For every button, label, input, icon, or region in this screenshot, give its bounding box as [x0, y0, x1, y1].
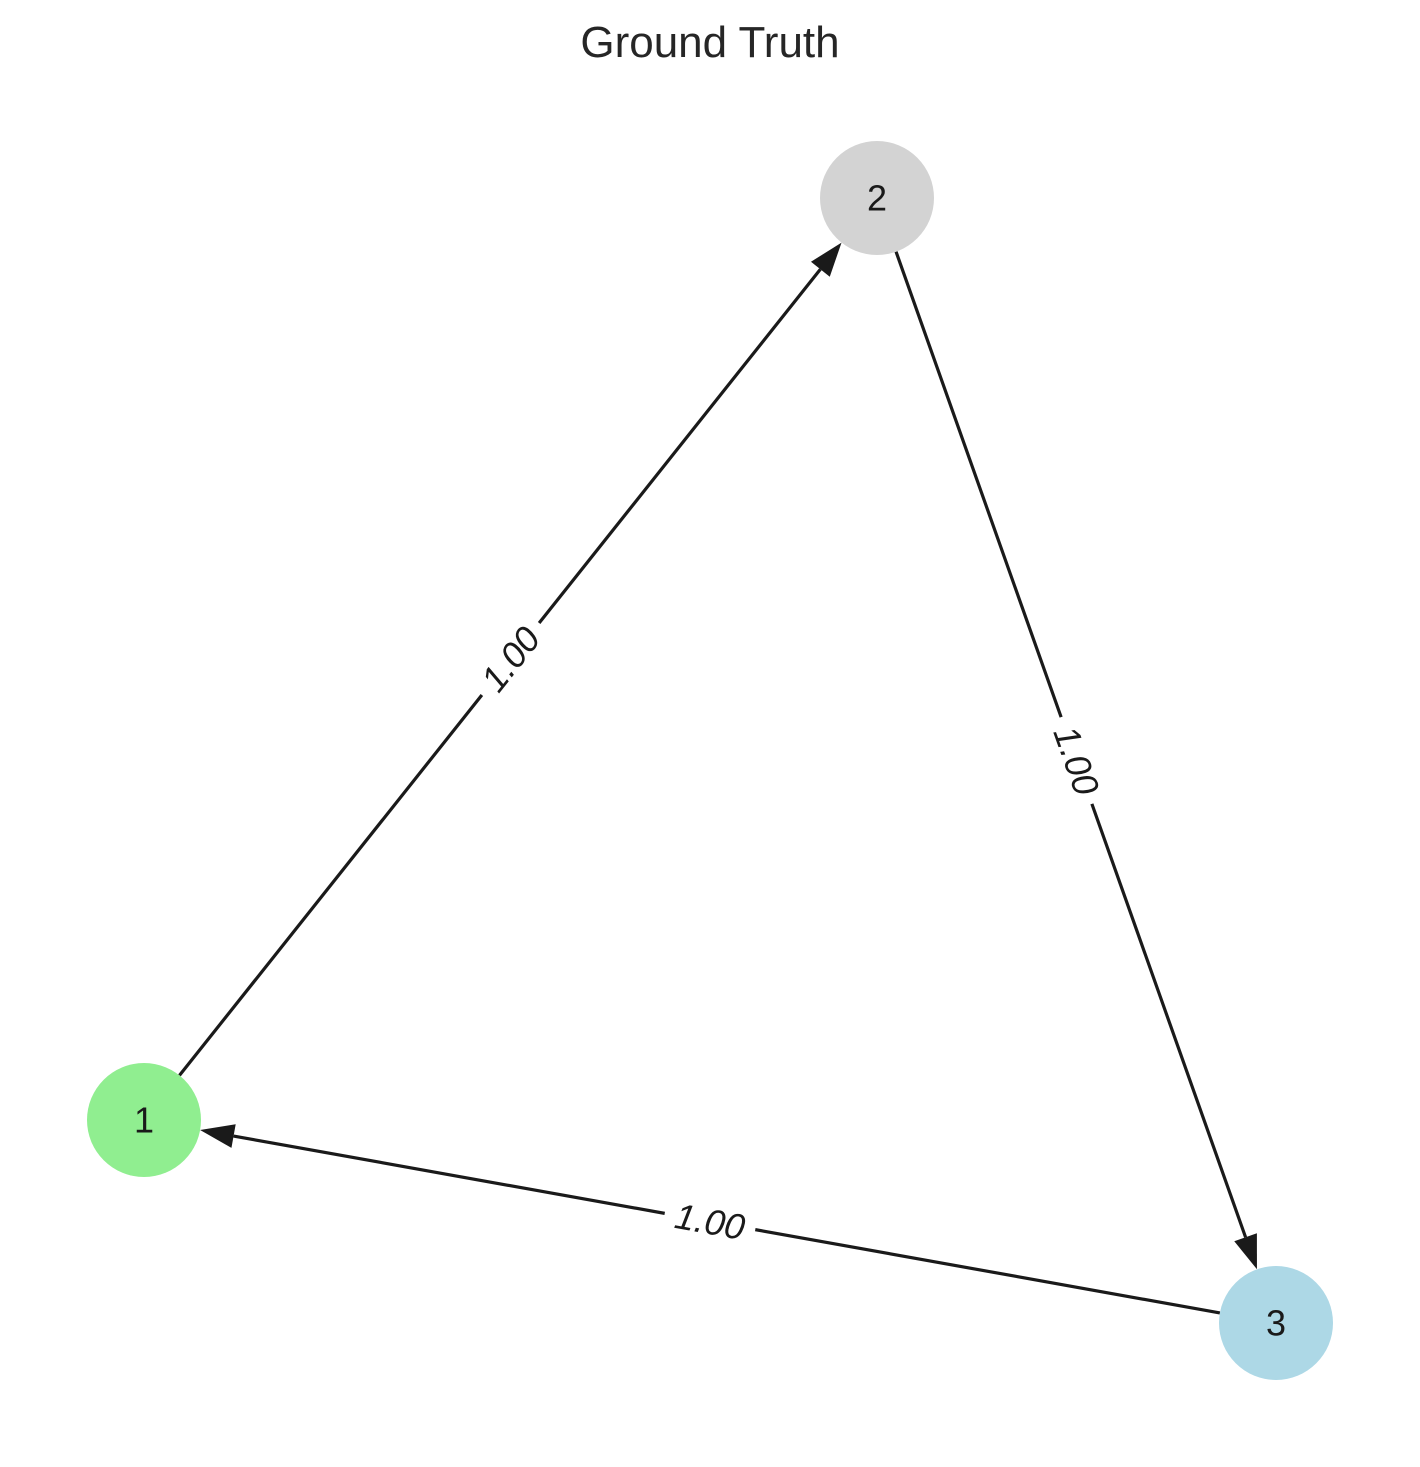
edge-1-2: 1.00 — [178, 242, 842, 1077]
node-label: 1 — [134, 1100, 154, 1141]
arrowhead — [1234, 1233, 1257, 1270]
node-circle — [1219, 1266, 1333, 1380]
node-label: 2 — [867, 178, 887, 219]
node-circle — [820, 141, 934, 255]
edge-weight-label: 1.00 — [1045, 721, 1107, 801]
arrowhead — [810, 242, 842, 277]
nodes-layer: 1 2 3 — [87, 141, 1333, 1380]
edge-2-3: 1.00 — [894, 251, 1257, 1270]
node-2: 2 — [820, 141, 934, 255]
edge-3-1: 1.00 — [200, 1124, 1221, 1315]
edge-line — [754, 1228, 1221, 1315]
edge-line — [178, 694, 484, 1077]
arrowhead — [200, 1124, 236, 1148]
node-1: 1 — [87, 1063, 201, 1177]
edge-line — [537, 268, 822, 624]
node-3: 3 — [1219, 1266, 1333, 1380]
page-title: Ground Truth — [580, 18, 840, 67]
edge-line — [233, 1134, 666, 1215]
edge-line — [1090, 803, 1248, 1238]
edge-weight-label: 1.00 — [672, 1195, 748, 1248]
node-circle — [87, 1063, 201, 1177]
edge-weight-label: 1.00 — [473, 619, 549, 699]
edge-line — [894, 251, 1063, 718]
edges-layer: 1.00 1.00 1.00 — [178, 242, 1257, 1315]
node-label: 3 — [1266, 1303, 1286, 1344]
